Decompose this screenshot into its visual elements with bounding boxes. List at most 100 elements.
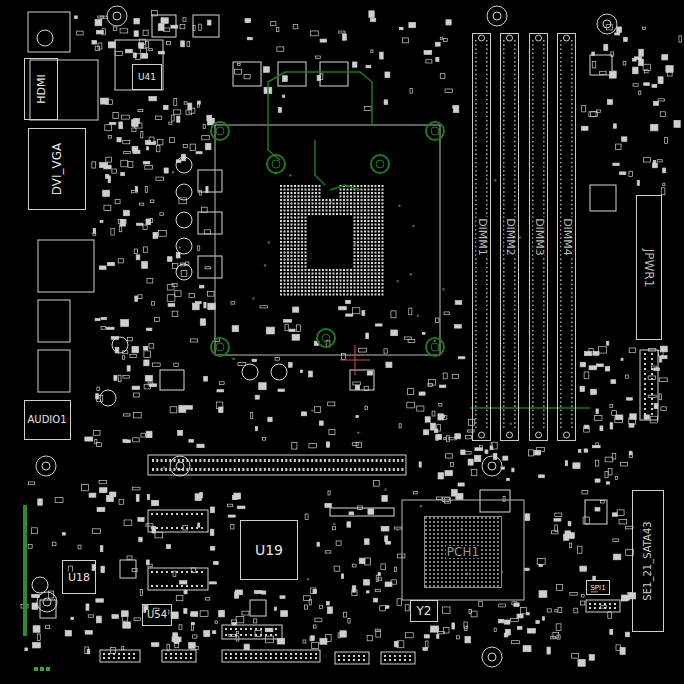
socket-pin [294, 245, 296, 247]
dimm-pin [503, 82, 505, 84]
socket-pin [382, 189, 384, 191]
smd-pad [525, 514, 530, 521]
smd-pad [364, 106, 371, 110]
dimm-pin [475, 334, 477, 336]
smd-pad [151, 302, 154, 305]
smd-pad [37, 634, 40, 641]
smd-pad [621, 358, 623, 360]
socket-pin [343, 294, 345, 296]
socket-pin [347, 287, 349, 289]
socket-pin [315, 287, 317, 289]
socket-pin [298, 199, 300, 201]
smd-pad [95, 19, 102, 25]
dimm-pin [475, 342, 477, 344]
socket-pin [284, 227, 286, 229]
socket-pin [371, 276, 373, 278]
dimm-pin [475, 53, 477, 55]
socket-pin [361, 280, 363, 282]
socket-pin [364, 259, 366, 261]
smd-pad [458, 483, 464, 486]
socket-pin [354, 280, 356, 282]
dimm-pin [514, 317, 516, 319]
dimm-pin [486, 414, 488, 416]
dimm-pin [486, 359, 488, 361]
smd-pad [498, 619, 503, 623]
smd-pad [620, 172, 626, 175]
via [268, 241, 270, 243]
smd-pad [537, 447, 545, 451]
socket-pin [326, 283, 328, 285]
socket-pin [305, 287, 307, 289]
socket-pin [357, 273, 359, 275]
dimm-pin [514, 57, 516, 59]
smd-pad [404, 337, 411, 339]
smd-pad [144, 360, 149, 366]
smd-pad [231, 302, 235, 304]
smd-pad [423, 430, 428, 435]
dimm-pin [503, 321, 505, 323]
smd-pad [503, 456, 508, 460]
socket-pin [284, 185, 286, 187]
socket-pin [326, 269, 328, 271]
dimm-pin [475, 271, 477, 273]
dimm-pin [503, 342, 505, 344]
socket-pin [329, 283, 331, 285]
dimm-pin [503, 347, 505, 349]
dimm-pin [475, 384, 477, 386]
dimm-pin [514, 200, 516, 202]
capacitor-symbol [37, 30, 53, 46]
smd-pad [149, 97, 157, 101]
smd-pad [229, 634, 237, 636]
socket-pin [357, 210, 359, 212]
socket-pin [301, 241, 303, 243]
via [510, 423, 512, 425]
smd-pad [467, 430, 474, 432]
smd-pad [364, 539, 369, 545]
smd-pad [95, 46, 99, 50]
socket-pin [298, 283, 300, 285]
socket-pin [378, 217, 380, 219]
smd-pad [171, 25, 178, 28]
smd-pad [175, 641, 179, 647]
socket-pin [343, 210, 345, 212]
dimm-pin [486, 313, 488, 315]
smd-pad [167, 285, 174, 290]
smd-pad [262, 591, 266, 594]
smd-pad [580, 362, 585, 367]
socket-pin [291, 192, 293, 194]
dimm-pin [486, 111, 488, 113]
socket-pin [291, 273, 293, 275]
socket-pin [308, 280, 310, 282]
smd-pad [292, 442, 297, 449]
socket-pin [375, 273, 377, 275]
dimm-pin [514, 179, 516, 181]
smd-pad [205, 598, 209, 600]
dimm-pin [475, 95, 477, 97]
smd-pad [188, 643, 195, 649]
smd-pad [315, 56, 320, 59]
socket-pin [305, 224, 307, 226]
socket-pin [319, 213, 321, 215]
capacitor-symbol [176, 184, 192, 200]
smd-pad [494, 628, 496, 631]
socket-pin [291, 287, 293, 289]
smd-pad [422, 332, 425, 334]
smd-pad [615, 476, 617, 479]
smd-pad [174, 363, 178, 366]
socket-pin [364, 266, 366, 268]
socket-pin [287, 241, 289, 243]
socket-pin [382, 290, 384, 292]
smd-pad [426, 60, 432, 63]
capacitor-symbol [271, 364, 287, 380]
socket-pin [308, 189, 310, 191]
dimm-pin [475, 376, 477, 378]
socket-pin [294, 273, 296, 275]
dimm-pin [503, 69, 505, 71]
dimm-pin [503, 292, 505, 294]
smd-pad [146, 41, 149, 48]
smd-pad [644, 83, 650, 86]
socket-pin [378, 227, 380, 229]
dimm-pin [475, 288, 477, 290]
dimm-pin [475, 149, 477, 151]
smd-pad [408, 339, 415, 342]
